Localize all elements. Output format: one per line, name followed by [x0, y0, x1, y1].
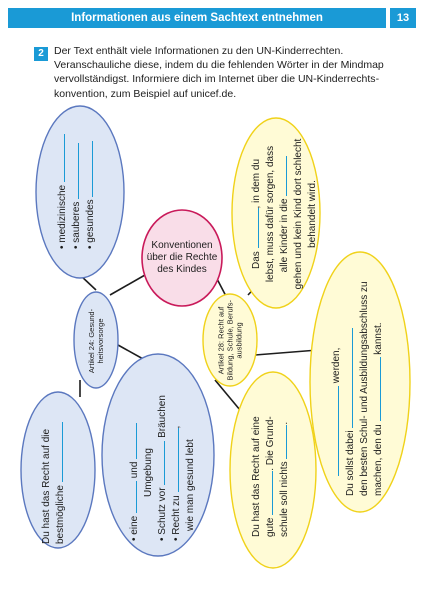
edu-left-line-2: gute . Die Grund-	[264, 405, 278, 537]
health-mid-line-5: wie man gesund lebt	[184, 369, 198, 541]
edu-right-line-1: werden,	[330, 276, 344, 496]
blank-field[interactable]	[61, 422, 63, 483]
blank-field[interactable]	[337, 386, 339, 476]
page-header: Informationen aus einem Sachtext entnehm…	[0, 8, 424, 30]
health-mid-text: • eine und Umgebung • Schutz vor Bräuche…	[128, 369, 196, 541]
mid-item3-a: Recht zu	[171, 495, 182, 535]
health-mid-line-2: Umgebung	[142, 369, 156, 541]
health-mid-bubble	[101, 353, 215, 557]
health-left-line-2-text: bestmögliche	[55, 485, 66, 544]
blank-field[interactable]	[177, 428, 179, 493]
mid-item1-c: Umgebung	[143, 448, 154, 497]
center-line-2: über die Rechte	[146, 252, 218, 263]
blank-field[interactable]	[351, 327, 353, 428]
mid-item1-b: und	[129, 461, 140, 479]
edu-top-line-5: behandelt wird.	[307, 180, 318, 248]
connector-edu-right	[254, 349, 319, 356]
connector-health-center	[109, 274, 146, 296]
health-left-line-1: Du hast das Recht auf die	[41, 428, 52, 544]
edu-node-line-2: Bildung, Schule, Berufs-	[225, 300, 235, 381]
edu-top-line-1: Das , in dem du	[250, 134, 264, 294]
blank-field[interactable]	[135, 481, 137, 514]
edu-right-bubble	[309, 251, 411, 513]
edu-right-text: werden, Du sollst dabei den besten Schul…	[330, 276, 390, 496]
edu-right-line-4-a: machen, den du	[373, 424, 384, 496]
task-number: 2	[34, 47, 48, 61]
blank-field[interactable]	[91, 140, 93, 197]
center-line-1: Konventionen	[151, 240, 213, 251]
health-top-item-2-text: sauberes	[71, 201, 82, 243]
health-top-item-3: gesundes	[84, 129, 98, 249]
mid-item3-b: ,	[171, 425, 182, 429]
edu-left-text: Du hast das Recht auf eine gute . Die Gr…	[250, 405, 296, 537]
health-left-line-2: bestmögliche	[54, 394, 68, 544]
edu-left-bubble	[229, 371, 317, 569]
edu-left-line-3: schule soll nichts .	[278, 405, 292, 537]
edu-right-line-4: machen, den du kannst.	[372, 276, 386, 496]
edu-right-line-2: Du sollst dabei	[344, 276, 358, 496]
edu-left-line-3-b: .	[279, 421, 290, 425]
health-mid-line-4: • Recht zu ,	[171, 425, 182, 541]
edu-left-line-1: Du hast das Recht auf eine	[251, 416, 262, 537]
edu-right-line-3: den besten Schul- und Ausbildungsabschlu…	[359, 281, 370, 496]
health-top-item-2: sauberes	[70, 129, 84, 249]
blank-field[interactable]	[63, 134, 65, 183]
edu-top-line-1-b: , in dem du	[251, 158, 262, 209]
edu-top-line-2: lebst, muss dafür sorgen, dass	[265, 145, 276, 283]
education-node	[202, 293, 258, 387]
health-node-line-2: heitsvorsorge	[96, 318, 105, 364]
blank-field[interactable]	[285, 155, 287, 196]
blank-field[interactable]	[77, 142, 79, 199]
health-mid-line-3: • Schutz vor Bräuchen	[157, 395, 168, 541]
mid-item3-c: wie man gesund lebt	[185, 439, 196, 531]
connector-health-mid	[117, 344, 146, 361]
edu-top-text: Das , in dem du lebst, muss dafür sorgen…	[250, 134, 322, 294]
center-line-3: des Kindes	[157, 264, 207, 275]
mid-item2-a: Schutz vor	[157, 487, 168, 535]
blank-field[interactable]	[271, 470, 273, 515]
blank-field[interactable]	[379, 357, 381, 422]
education-node-label: Artikel 28: Recht auf Bildung, Schule, B…	[216, 300, 244, 381]
health-node-line-1: Artikel 24: Gesund-	[87, 308, 96, 374]
edu-top-line-3-text: alle Kinder in die	[279, 198, 290, 273]
header-bar: Informationen aus einem Sachtext entnehm…	[8, 8, 386, 28]
health-top-item-3-text: gesundes	[85, 199, 96, 243]
mid-item1-a: eine	[129, 515, 140, 535]
center-node-label: Konventionen über die Rechte des Kindes	[142, 240, 222, 276]
edu-top-bubble	[231, 117, 321, 309]
blank-field[interactable]	[135, 422, 137, 459]
page-number: 13	[390, 8, 416, 28]
edu-node-line-1: Artikel 28: Recht auf	[216, 306, 226, 375]
health-mid-line-1: • eine und	[128, 369, 142, 541]
task-text: Der Text enthält viele Informationen zu …	[54, 45, 384, 100]
center-node	[141, 209, 223, 307]
edu-left-line-2-b: . Die Grund-	[265, 416, 276, 471]
blank-field[interactable]	[163, 440, 165, 485]
health-node-label: Artikel 24: Gesund- heitsvorsorge	[87, 301, 105, 381]
edu-top-line-4: gehen und kein Kind dort schlecht	[293, 138, 304, 290]
edu-right-line-1-text: werden,	[331, 347, 342, 384]
health-top-item-1: medizinische	[56, 129, 70, 249]
edu-left-line-2-a: gute	[265, 517, 276, 537]
connector-edu-left	[214, 379, 241, 411]
edu-node-line-3: ausbildung	[234, 322, 244, 359]
blank-field[interactable]	[257, 208, 259, 249]
health-node	[73, 291, 119, 389]
mid-item2-b: Bräuchen	[157, 395, 168, 438]
health-left-bubble	[20, 391, 96, 549]
health-top-text: medizinische sauberes gesundes	[56, 129, 104, 249]
blank-field[interactable]	[285, 424, 287, 459]
header-title: Informationen aus einem Sachtext entnehm…	[71, 12, 323, 24]
edu-top-line-1-a: Das	[251, 251, 262, 270]
health-left-text: Du hast das Recht auf die bestmögliche	[40, 394, 74, 544]
edu-right-line-2-text: Du sollst dabei	[345, 430, 356, 496]
edu-right-line-4-b: kannst.	[373, 322, 384, 355]
edu-top-line-3: alle Kinder in die	[278, 134, 292, 294]
edu-left-line-3-a: schule soll nichts	[279, 461, 290, 537]
health-top-item-1-text: medizinische	[57, 184, 68, 243]
